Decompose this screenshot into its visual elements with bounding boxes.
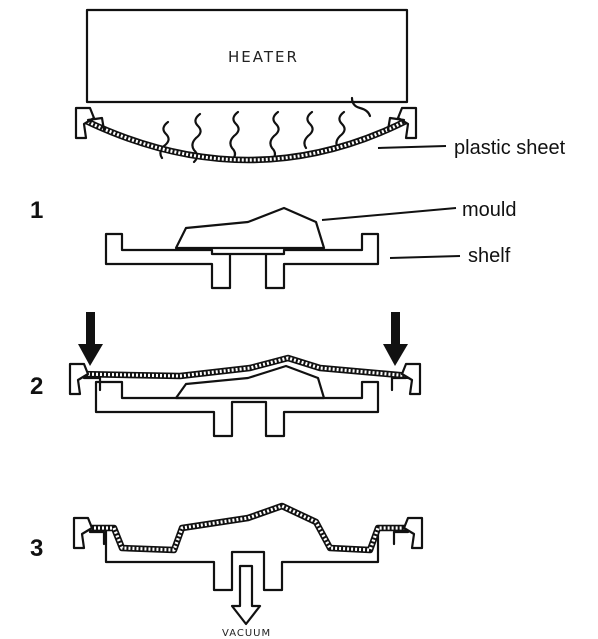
shelf-1 <box>104 232 380 290</box>
clamp-left-3 <box>72 516 106 550</box>
mould-1 <box>174 206 326 250</box>
mould-leader <box>321 207 457 221</box>
clamp-right-3 <box>392 516 424 550</box>
shelf-3 <box>104 528 380 592</box>
shelf-leader <box>389 255 461 259</box>
heater-box <box>85 8 409 104</box>
shelf-label: shelf <box>468 245 511 267</box>
step-3-number: 3 <box>30 535 43 562</box>
formed-sheet-3 <box>78 502 418 554</box>
plastic-sheet-leader <box>377 145 447 149</box>
press-arrow-left <box>78 312 103 366</box>
clamp-right-2 <box>390 362 422 396</box>
vacuum-arrow <box>230 564 262 626</box>
heater-label: HEATER <box>228 48 299 66</box>
clamp-left-2 <box>68 362 102 396</box>
clamp-right-0 <box>386 106 418 140</box>
press-arrow-right <box>383 312 408 366</box>
plastic-sheet-label: plastic sheet <box>454 137 566 159</box>
vacuum-label: VACUUM <box>222 628 271 639</box>
step-2-number: 2 <box>30 373 43 400</box>
mould-label: mould <box>462 199 516 221</box>
step-1-number: 1 <box>30 197 43 224</box>
plastic-sheet-2 <box>76 354 414 380</box>
plastic-sheet-sagging <box>80 116 412 164</box>
heater: HEATER <box>85 8 409 104</box>
shelf-2 <box>94 380 380 438</box>
clamp-left-0 <box>74 106 106 140</box>
